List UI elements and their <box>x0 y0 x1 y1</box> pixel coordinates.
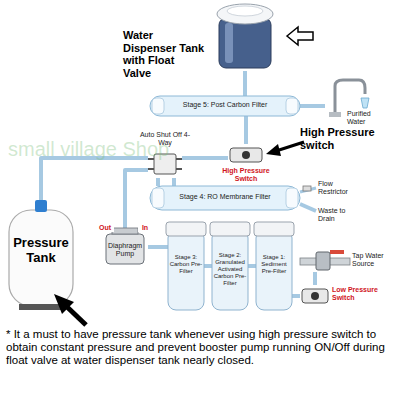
filter-housing <box>150 186 300 210</box>
tank-pointer-arrow <box>287 27 313 45</box>
tank-lid-top <box>227 6 263 16</box>
node-outline <box>205 3 285 71</box>
pressure-tank-arrowhead <box>54 294 74 314</box>
node-text: Tap Water Source <box>352 252 394 268</box>
water-pipe <box>156 178 160 186</box>
pump-head <box>112 228 138 234</box>
filter-cartridge: Stage 5: Post Carbon Filter <box>150 96 300 116</box>
water-pipe <box>243 71 247 96</box>
filter-cartridge: Stage 3: Carbon Pre-Filter <box>168 222 204 310</box>
filter-cap <box>210 222 250 236</box>
node-text: Stage 4: RO Membrane Filter <box>150 193 300 201</box>
switch-body <box>302 289 328 303</box>
filter-cap <box>254 222 294 236</box>
node-text: Water Dispenser Tank with Float Valve <box>123 29 205 80</box>
node-text: Out <box>96 224 114 232</box>
inlet-valve: Tap Water Source <box>300 250 350 272</box>
watermark: small village Shop <box>8 138 228 161</box>
water-pipe <box>148 245 168 249</box>
restrictor-pipe <box>300 188 316 192</box>
filter-housing <box>256 230 292 310</box>
tank-body <box>219 18 271 68</box>
callout-arrowhead <box>266 144 281 156</box>
callout-leader <box>276 142 304 151</box>
water-pipe <box>182 156 228 160</box>
node-text: Diaphragm Pump <box>100 242 150 258</box>
water-pipe <box>41 158 148 200</box>
pressure-switch: Low Pressure Switch <box>300 285 330 307</box>
pressure-tank: Pressure Tank <box>5 200 77 310</box>
dispenser-tank: Water Dispenser Tank with Float Valve <box>205 3 285 71</box>
part-label: Flow Restrictor <box>318 180 358 196</box>
node-text: High Pressure Switch <box>214 167 278 183</box>
filter-cap <box>166 222 206 236</box>
footnote: * It a must to have pressure tank whenev… <box>6 328 402 368</box>
end-cap <box>286 188 298 208</box>
end-cap <box>286 98 298 114</box>
callout-label: High Pressure switch <box>300 126 408 151</box>
part-label: Waste to Drain <box>318 207 358 223</box>
faucet-base <box>329 112 341 117</box>
switch-body <box>230 148 262 162</box>
water-pipe <box>204 264 212 268</box>
filter-cartridge: Stage 1: Sediment Pre-Filter <box>256 222 292 310</box>
node-text: Stage 2: Granulated Activated Carbon Pre… <box>212 252 248 286</box>
node-text: In <box>138 224 152 232</box>
node-text: Low Pressure Switch <box>332 286 388 302</box>
valve-ports <box>148 159 182 169</box>
tank-valve <box>35 200 47 212</box>
switch-sensor <box>242 151 250 159</box>
node-text: Pressure Tank <box>5 236 77 266</box>
membrane-housing: Stage 4: RO Membrane Filter <box>150 186 300 210</box>
drain-pipe <box>300 204 316 211</box>
pressure-switch: High Pressure Switch <box>228 144 264 166</box>
tank-stand <box>19 304 63 310</box>
node-text: Stage 3: Carbon Pre-Filter <box>168 254 204 275</box>
tank-lid <box>217 4 273 24</box>
node-outline <box>300 250 350 272</box>
water-pipe <box>313 272 317 285</box>
end-cap <box>152 188 164 208</box>
faucet: Purified Water <box>325 78 375 118</box>
water-pipe <box>244 116 248 144</box>
water-pipe <box>248 264 256 268</box>
pressure-tank-pointer <box>64 304 86 325</box>
filter-housing <box>150 96 300 116</box>
filter-housing <box>212 230 248 310</box>
node-text: Purified Water <box>347 110 389 126</box>
tap-body <box>316 252 330 270</box>
water-pipe <box>172 178 176 186</box>
node-text: Stage 1: Sediment Pre-Filter <box>256 254 292 275</box>
node-outline <box>228 144 264 166</box>
switch-sensor <box>311 292 319 300</box>
filter-housing <box>168 230 204 310</box>
node-text: Stage 5: Post Carbon Filter <box>150 101 300 109</box>
booster-pump: OutInDiaphragm Pump <box>102 228 148 266</box>
tank-highlight <box>225 23 233 63</box>
water-pipe <box>125 170 148 228</box>
end-cap <box>152 98 164 114</box>
filter-cartridge: Stage 2: Granulated Activated Carbon Pre… <box>212 222 248 310</box>
water-glass <box>361 98 369 108</box>
node-outline <box>300 285 330 307</box>
flow-restrictor-symbol <box>303 186 311 191</box>
water-pipe <box>300 104 325 108</box>
water-pipe <box>292 294 300 298</box>
tap-handle <box>330 250 344 254</box>
